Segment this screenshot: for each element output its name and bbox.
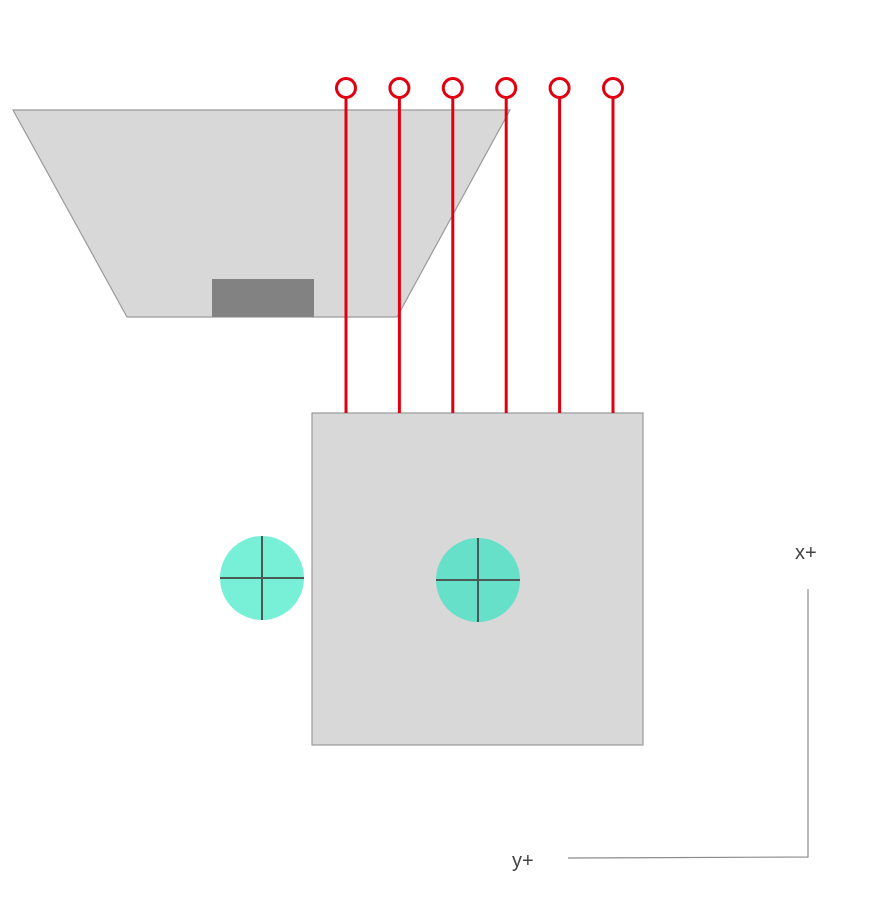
circle-terminal-icon	[495, 77, 518, 99]
circle-terminal-icon	[335, 77, 357, 99]
y-axis-label: y+	[512, 850, 534, 872]
fiducial-marker-center	[436, 538, 520, 622]
circle-terminal-icon	[548, 77, 571, 99]
x-axis-label: x+	[795, 542, 817, 564]
circle-terminal-icon	[441, 77, 464, 99]
fiducial-marker-outer	[220, 536, 304, 620]
hopper-outlet	[212, 279, 314, 317]
hopper-funnel	[11, 109, 512, 318]
circle-terminal-icon	[388, 77, 411, 99]
circle-terminal-icon	[602, 77, 624, 99]
wire-group	[335, 77, 624, 413]
axis-indicator-line	[567, 589, 809, 859]
